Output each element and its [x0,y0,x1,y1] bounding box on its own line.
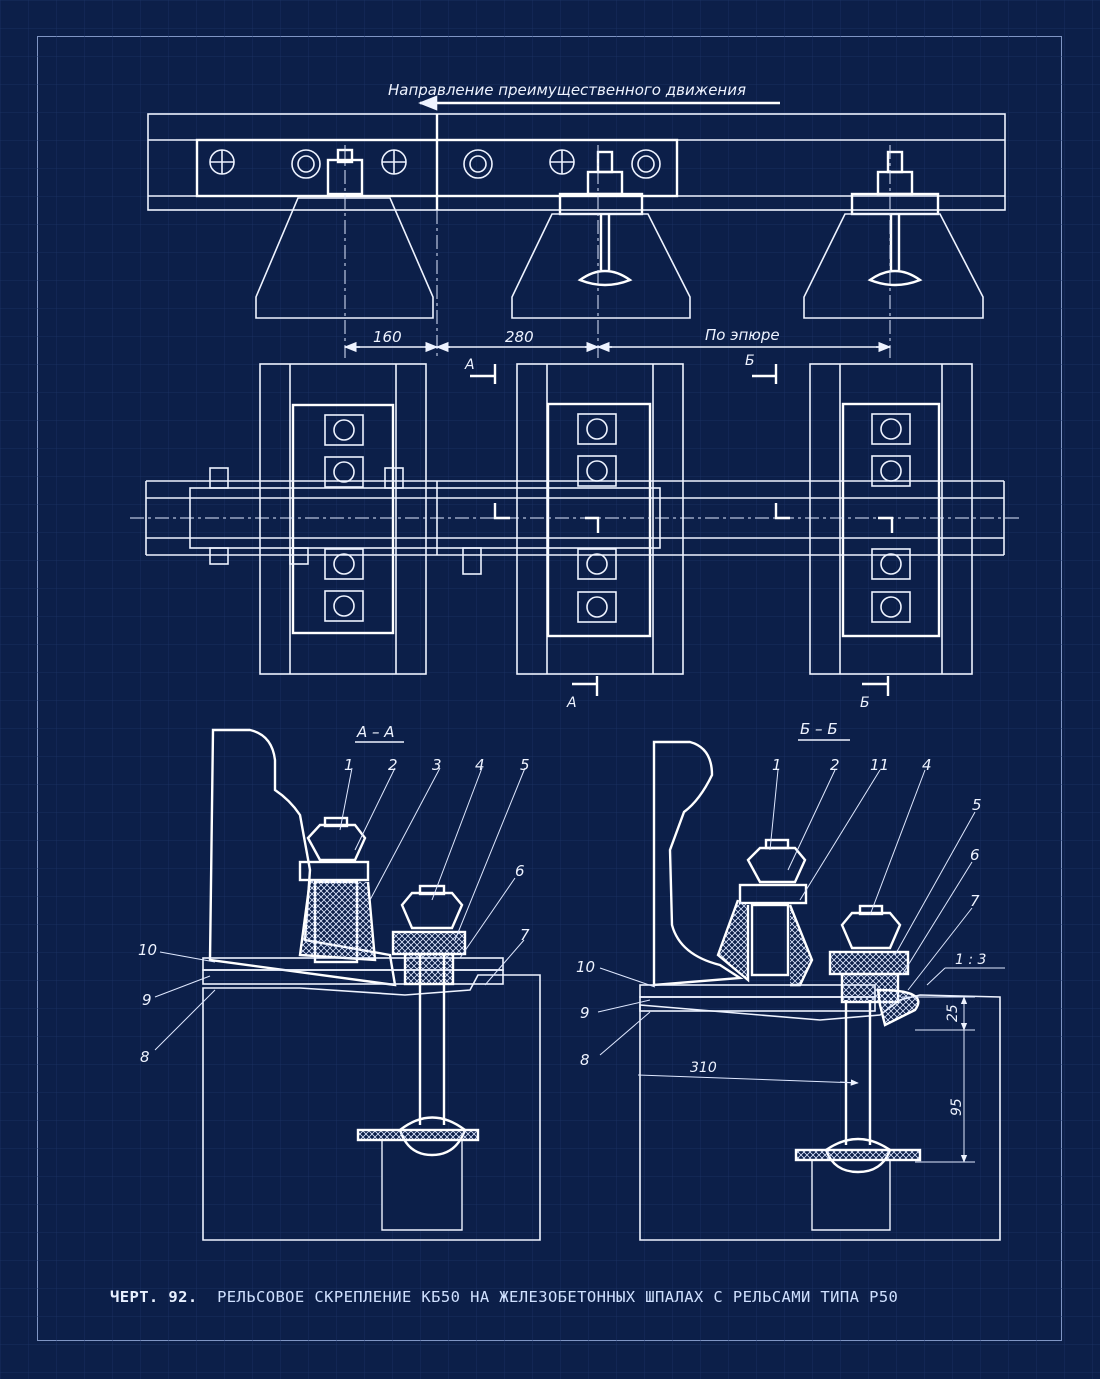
label-bb-9: 9 [580,1004,590,1022]
section-mark-a-bottom: А [566,695,577,711]
sleeper-1 [255,197,434,319]
label-aa-5: 5 [520,756,530,774]
dim-spacing: По эпюре [705,326,780,344]
section-mark-b-bottom: Б [860,695,870,711]
direction-label: Направление преимущественного движения [388,81,746,99]
label-bb-6: 6 [970,846,980,864]
label-aa-3: 3 [432,756,442,774]
figure-number: ЧЕРТ. 92. [110,1288,198,1306]
side-elevation: Направление преимущественного движения [147,81,1006,358]
sleeper-plan-1 [259,363,427,675]
label-bb-7: 7 [970,892,980,910]
label-bb-2: 2 [830,756,840,774]
label-aa-1: 1 [344,756,354,774]
section-mark-b-top: Б [745,353,755,369]
dim-95: 95 [949,1098,965,1116]
dim-160: 160 [373,328,402,346]
rail-side [147,113,1006,211]
plan-view: А Б А Б [130,353,1020,711]
section-bb: Б – Б [576,720,1005,1241]
figure-caption: ЧЕРТ. 92. РЕЛЬСОВОЕ СКРЕПЛЕНИЕ КБ50 НА Ж… [110,1288,898,1306]
label-bb-5: 5 [972,796,982,814]
section-aa: А – А [138,723,541,1241]
dim-310: 310 [690,1060,717,1076]
section-bb-title: Б – Б [800,720,838,738]
label-aa-2: 2 [388,756,398,774]
label-bb-11: 11 [870,756,889,774]
dim-25: 25 [945,1004,961,1022]
sleeper-plan-3 [809,363,973,675]
label-aa-9: 9 [142,991,152,1009]
label-aa-4: 4 [475,756,485,774]
label-bb-4: 4 [922,756,932,774]
sleeper-plan-2 [516,363,684,675]
label-bb-10: 10 [576,958,595,976]
figure-title: РЕЛЬСОВОЕ СКРЕПЛЕНИЕ КБ50 НА ЖЕЛЕЗОБЕТОН… [217,1288,899,1306]
label-aa-10: 10 [138,941,157,959]
section-mark-a-top: А [464,357,475,373]
sleeper-2 [511,213,691,319]
section-aa-title: А – А [356,723,395,741]
label-bb-8: 8 [580,1051,590,1069]
label-aa-6: 6 [515,862,525,880]
label-bb-1: 1 [772,756,782,774]
dim-slope: 1 : 3 [955,952,986,968]
joint-bar [195,138,679,198]
label-aa-8: 8 [140,1048,150,1066]
label-aa-7: 7 [520,926,530,944]
dim-280: 280 [505,328,534,346]
sleeper-3 [803,213,984,319]
